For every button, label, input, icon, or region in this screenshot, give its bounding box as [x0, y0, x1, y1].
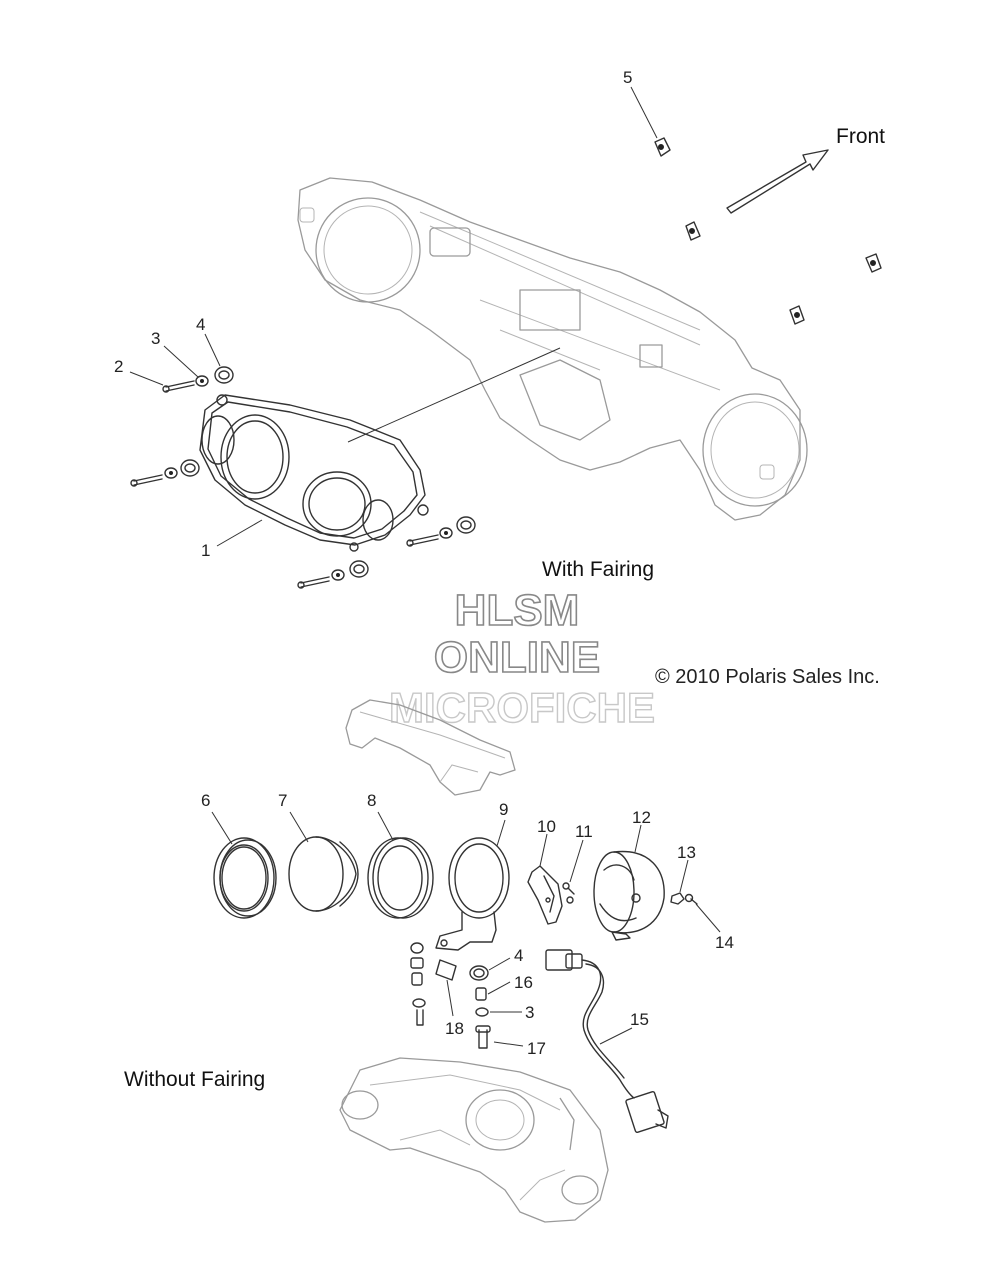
front-arrow — [726, 149, 829, 214]
watermark: HLSM ONLINE MICROFICHE — [388, 585, 655, 732]
callout-3-lower: 3 — [525, 1003, 534, 1022]
copyright-notice: © 2010 Polaris Sales Inc. — [655, 666, 880, 688]
callout-3: 3 — [151, 329, 160, 348]
cluster-hardware — [130, 366, 476, 589]
upper-callouts: 1 2 3 4 5 — [114, 68, 658, 560]
speed-nuts — [654, 137, 882, 325]
svg-text:ONLINE: ONLINE — [434, 633, 600, 682]
callout-7: 7 — [278, 791, 287, 810]
callout-10: 10 — [537, 817, 556, 836]
callout-12: 12 — [632, 808, 651, 827]
bezel-ring — [213, 837, 277, 919]
callout-15: 15 — [630, 1010, 649, 1029]
small-screws — [562, 882, 575, 904]
callout-18: 18 — [445, 1019, 464, 1038]
svg-text:MICROFICHE: MICROFICHE — [389, 684, 655, 731]
housing-nut-screw — [670, 892, 698, 905]
callout-9: 9 — [499, 800, 508, 819]
callout-16: 16 — [514, 973, 533, 992]
callout-11: 11 — [575, 822, 593, 841]
callout-4-lower: 4 — [514, 946, 523, 965]
without-fairing-caption: Without Fairing — [124, 1068, 265, 1091]
lower-hardware — [410, 942, 491, 1049]
front-label: Front — [836, 125, 885, 148]
gauge-lens — [288, 836, 359, 912]
svg-text:HLSM: HLSM — [455, 586, 580, 635]
gauge-bracket — [435, 837, 510, 951]
assembly-leader — [347, 347, 561, 443]
with-fairing-caption: With Fairing — [542, 558, 654, 581]
callout-2: 2 — [114, 357, 123, 376]
clip-bracket — [527, 865, 563, 925]
lower-callouts: 6 7 8 9 10 11 12 13 14 15 16 17 18 4 3 — [201, 791, 734, 1058]
callout-8: 8 — [367, 791, 376, 810]
callout-4: 4 — [196, 315, 205, 334]
gauge-housing — [593, 850, 665, 941]
wiring-harness — [545, 949, 669, 1133]
instrument-cluster — [199, 394, 429, 552]
lower-housing — [339, 1057, 609, 1223]
callout-6: 6 — [201, 791, 210, 810]
handlebar-mount — [345, 699, 516, 796]
fairing-frame — [297, 177, 808, 521]
callout-14: 14 — [715, 933, 734, 952]
callout-17: 17 — [527, 1039, 546, 1058]
callout-5: 5 — [623, 68, 632, 87]
gauge-gasket — [367, 837, 434, 919]
callout-13: 13 — [677, 843, 696, 862]
callout-1: 1 — [201, 541, 210, 560]
